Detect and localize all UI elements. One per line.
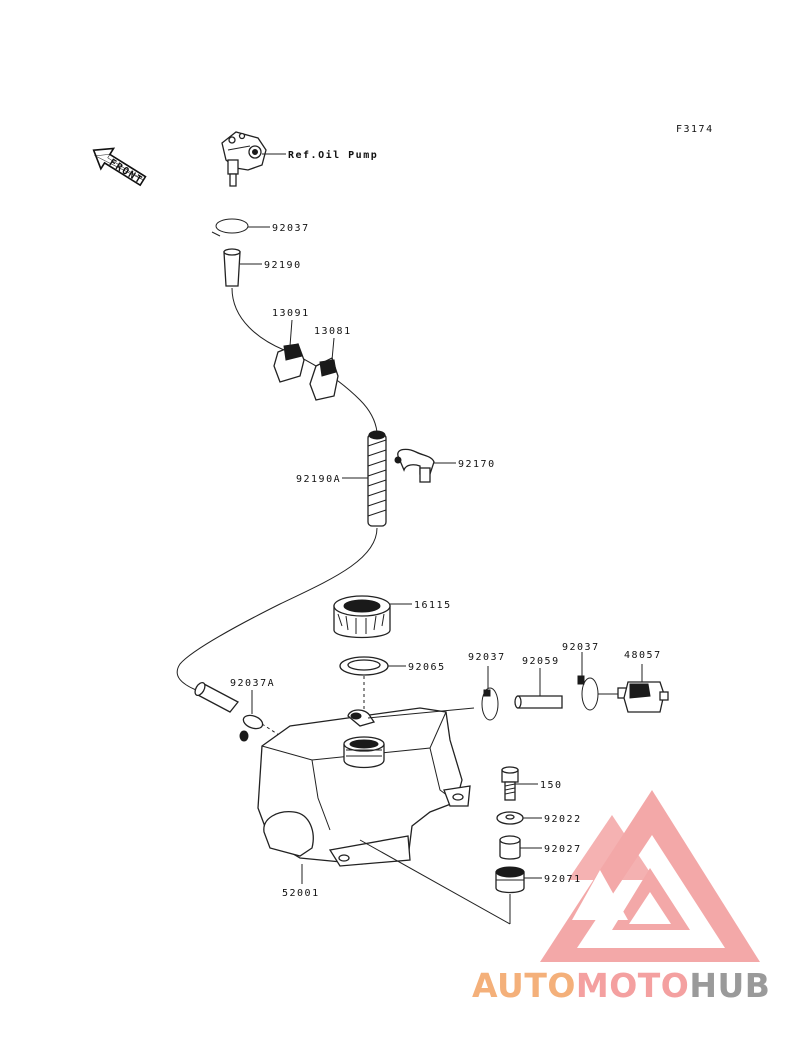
bolt xyxy=(501,766,538,801)
figure-code: F3174 xyxy=(676,124,714,135)
label-grommet: 92071 xyxy=(544,874,582,885)
washer xyxy=(496,811,542,825)
label-hose-long: 92190A xyxy=(296,474,341,485)
label-clamp-bracket: 92170 xyxy=(458,459,496,470)
watermark-part-moto: MOTO xyxy=(575,966,690,1005)
clamp-bracket xyxy=(394,448,456,483)
label-damper-right: 13081 xyxy=(314,326,352,337)
label-filter: 48057 xyxy=(624,650,662,661)
label-bolt: 150 xyxy=(540,780,563,791)
oil-tank xyxy=(257,707,511,925)
label-washer: 92022 xyxy=(544,814,582,825)
clamp-right xyxy=(577,652,622,711)
label-clamp-left: 92037 xyxy=(468,652,506,663)
watermark-text: AUTOMOTOHUB xyxy=(472,966,770,1005)
oil-filter xyxy=(617,664,669,713)
clamp-left xyxy=(481,666,499,721)
front-arrow: FRONT xyxy=(92,147,147,187)
label-oil-pump: Ref.Oil Pump xyxy=(288,149,378,161)
label-collar: 92027 xyxy=(544,844,582,855)
clamp-top xyxy=(211,218,270,237)
label-clamp-right: 92037 xyxy=(562,642,600,653)
label-hose-right: 92059 xyxy=(522,656,560,667)
label-clamp-a: 92037A xyxy=(230,678,275,689)
hose-long xyxy=(342,430,387,527)
oil-pump xyxy=(221,131,286,187)
gasket xyxy=(339,656,406,712)
watermark-part-hub: HUB xyxy=(689,966,771,1005)
label-damper-left: 13091 xyxy=(272,308,310,319)
label-gasket: 92065 xyxy=(408,662,446,673)
oil-line-lower xyxy=(176,527,378,691)
damper-left xyxy=(273,319,305,383)
hose-right xyxy=(514,668,563,709)
damper-right xyxy=(309,337,339,401)
label-clamp-top: 92037 xyxy=(272,223,310,234)
hose-short xyxy=(223,248,262,287)
label-hose-short: 92190 xyxy=(264,260,302,271)
watermark-part-auto: AUTO xyxy=(472,966,576,1005)
watermark-logo xyxy=(540,790,760,962)
label-tank: 52001 xyxy=(282,888,320,899)
grommet xyxy=(495,866,542,894)
label-cap: 16115 xyxy=(414,600,452,611)
collar xyxy=(499,835,542,860)
hose-tank xyxy=(194,681,239,713)
fuel-cap xyxy=(333,595,412,639)
